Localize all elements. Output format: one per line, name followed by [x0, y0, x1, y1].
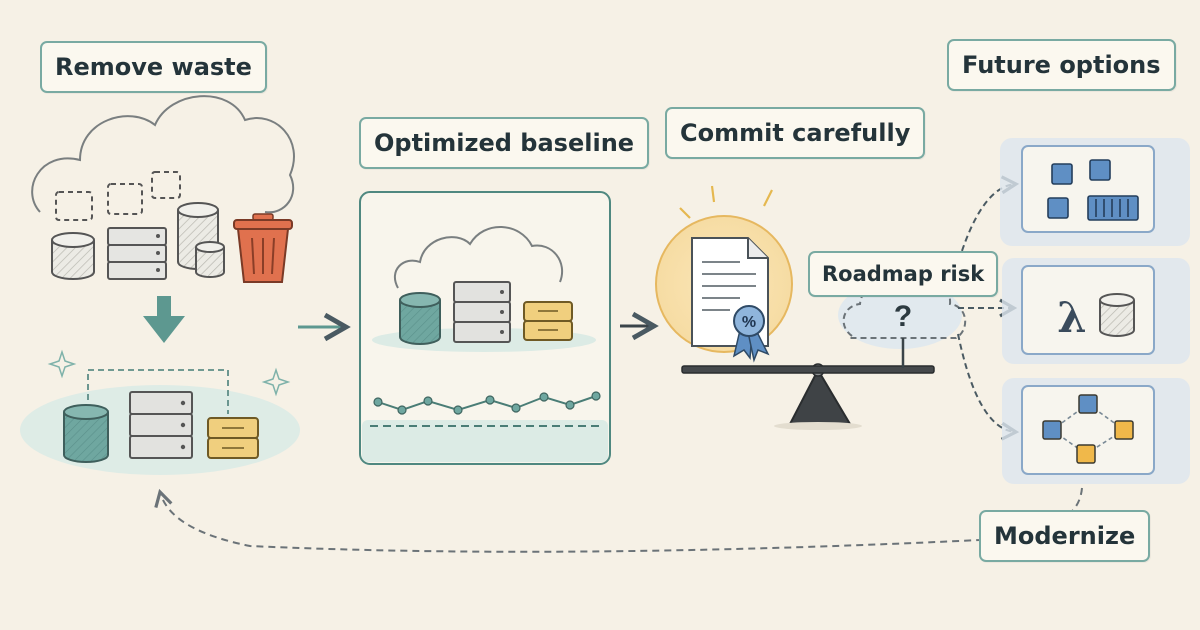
optimized-result-group [20, 349, 300, 475]
server-stack-icon [129, 391, 193, 459]
label-optimized-baseline: Optimized baseline [359, 117, 650, 169]
usage-trend-line [373, 391, 601, 415]
lambda-glyph: λ [1057, 293, 1086, 342]
discount-badge-icon: % [732, 305, 770, 363]
database-cylinder-icon [1099, 293, 1135, 337]
database-cylinder-icon [399, 292, 441, 345]
database-cylinder-icon [51, 232, 95, 280]
trash-can-icon [233, 213, 293, 283]
baseline-panel [359, 191, 611, 465]
label-remove-waste: Remove waste [40, 41, 267, 93]
empty-slot-icon [107, 183, 143, 215]
server-stack-icon [107, 227, 167, 280]
storage-box-icon [207, 417, 259, 459]
waste-cloud-group [31, 95, 295, 283]
option-box-containers [1000, 138, 1190, 484]
modernize-loop-arrow [154, 487, 1083, 553]
label-roadmap-risk: Roadmap risk [808, 251, 999, 297]
balance-scale-icon [681, 363, 935, 430]
sparkle-icon [261, 367, 291, 397]
down-arrow-icon [143, 296, 185, 343]
empty-slot-icon [55, 191, 93, 221]
serverless-lambda-icon: λ [1057, 293, 1135, 342]
container-cubes-icon [1047, 159, 1139, 221]
question-mark-glyph: ? [894, 300, 912, 333]
discount-glyph: % [742, 314, 756, 331]
sparkle-icon [47, 349, 77, 379]
commitment-group: % [655, 185, 935, 430]
waste-cloud-outline [31, 95, 295, 214]
baseline-cloud-outline [393, 226, 563, 289]
label-modernize: Modernize [979, 510, 1151, 562]
empty-slot-icon [151, 171, 181, 199]
label-future-options: Future options [947, 39, 1176, 91]
distributed-services-icon [1042, 394, 1134, 464]
label-commit-carefully: Commit carefully [665, 107, 926, 159]
database-cylinder-icon [195, 241, 225, 278]
roadmap-risk-group: ? [838, 278, 966, 368]
database-cylinder-icon [63, 404, 109, 463]
storage-box-icon [523, 301, 573, 341]
server-stack-icon [453, 281, 511, 343]
